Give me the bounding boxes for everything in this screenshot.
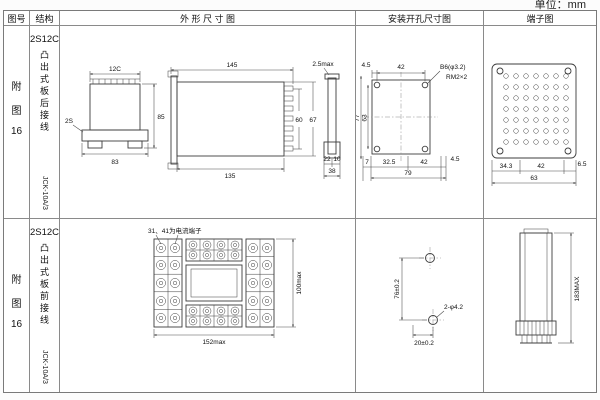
dim-2s: 2S [65, 118, 74, 125]
dim-32-5: 32.5 [383, 159, 396, 166]
terminal-board [491, 63, 577, 159]
terminal-drawing-row1: 34.3 42 6.5 63 [484, 26, 596, 219]
outline-drawing-row2: 31、41为电流端子 152max 100max [60, 219, 356, 392]
structure-row1: 2S12C 凸出式板后接线 JCK-10A/3 [30, 26, 60, 219]
fig-no-row2: 附 图 16 [4, 219, 30, 392]
terminal-svg-row1: 34.3 42 6.5 63 [491, 63, 587, 186]
dim-42-top: 42 [397, 64, 405, 71]
dim-34-3: 34.3 [500, 163, 513, 170]
bottom-dimensions: 7 32.5 42 4.5 79 [362, 156, 460, 181]
fig-char: 附 [11, 275, 22, 286]
outline-svg-row2: 31、41为电流端子 152max 100max [148, 226, 303, 346]
dim-67: 67 [309, 117, 317, 124]
note-b6: B6(φ3.2) [440, 64, 466, 71]
fig-no-row1: 附 图 16 [4, 26, 30, 219]
dim-85: 85 [157, 114, 165, 121]
dim-145: 145 [227, 62, 238, 69]
relay-side-silhouette [515, 228, 557, 344]
mounting-svg-row2: 76±0.2 2-φ4.2 20±0.2 [394, 247, 463, 347]
dim-135: 135 [225, 173, 236, 180]
dimension-table: 图号 结构 外 形 尺 寸 图 安装开孔尺寸图 端子图 附 图 16 2S12C… [3, 10, 597, 393]
dim-4-5-top: 4.5 [361, 62, 370, 69]
dim-6-5: 6.5 [577, 161, 586, 168]
terminal-drawing-row2: 183MAX [484, 219, 596, 392]
mounting-drawing-row1: 4.5 42 B6(φ3.2) RM2×2 77 63 [356, 26, 484, 219]
header-outline: 外 形 尺 寸 图 [60, 11, 356, 26]
outline-svg-row1: 12C 2S 83 85 [65, 61, 341, 180]
dim-7: 7 [365, 159, 369, 166]
cutout-plan [364, 72, 438, 162]
outline-drawing-row1: 12C 2S 83 85 [60, 26, 356, 219]
header-mounting: 安装开孔尺寸图 [356, 11, 484, 26]
dim-10: 10 [333, 156, 341, 163]
dim-77: 77 [356, 114, 361, 122]
mounting-svg-row1: 4.5 42 B6(φ3.2) RM2×2 77 63 [356, 62, 468, 181]
header-structure: 结构 [30, 11, 60, 26]
fig-char: 16 [10, 126, 23, 137]
dim-100max: 100max [296, 271, 303, 295]
hole-plan [419, 247, 444, 331]
dim-63: 63 [362, 114, 369, 122]
fig-char: 16 [10, 319, 23, 330]
rear-view: 12C 2S 83 85 [65, 66, 165, 166]
dim-22: 22 [323, 156, 331, 163]
annotations: 31、41为电流端子 152max 100max [148, 226, 303, 346]
header-terminal: 端子图 [484, 11, 596, 26]
dim-12c: 12C [109, 66, 121, 73]
dim-76: 76±0.2 [394, 279, 401, 299]
front-terminal-layout [153, 238, 275, 328]
socket-label: JCK-10A/3 [41, 176, 48, 210]
terminal-svg-row2: 183MAX [515, 228, 581, 344]
side-dimensions: 77 63 [356, 75, 370, 160]
socket-label: JCK-10A/3 [41, 350, 48, 384]
structure-label: 凸出式板后接线 [39, 50, 49, 134]
dim-183max: 183MAX [574, 276, 581, 302]
side-view: 145 135 60 67 [167, 62, 317, 180]
height-dimension: 183MAX [554, 232, 581, 344]
note-2-phi4-2: 2-φ4.2 [444, 304, 463, 311]
fig-char: 图 [11, 106, 22, 117]
structure-row2: 2S12C 凸出式板前接线 JCK-10A/3 [30, 219, 60, 392]
model-label: 2S12C [30, 34, 60, 45]
hole-dimensions: 76±0.2 2-φ4.2 20±0.2 [394, 257, 463, 347]
dim-20: 20±0.2 [414, 340, 434, 347]
header-fig-no: 图号 [4, 11, 30, 26]
structure-label: 凸出式板前接线 [39, 243, 49, 327]
dim-79: 79 [404, 170, 412, 177]
dim-42-bottom: 42 [420, 159, 428, 166]
mounting-drawing-row2: 76±0.2 2-φ4.2 20±0.2 [356, 219, 484, 392]
dim-60: 60 [295, 117, 303, 124]
dim-83: 83 [111, 159, 119, 166]
dim-63: 63 [530, 175, 538, 182]
fig-char: 附 [11, 82, 22, 93]
note-current-terminals: 31、41为电流端子 [148, 226, 202, 235]
top-dimensions: 4.5 42 B6(φ3.2) RM2×2 [361, 62, 468, 85]
note-rm2: RM2×2 [446, 74, 468, 81]
dim-152max: 152max [202, 339, 226, 346]
dim-4-5-bottom: 4.5 [450, 156, 459, 163]
terminal-dimensions: 34.3 42 6.5 63 [491, 160, 587, 186]
dim-38: 38 [328, 168, 336, 175]
unit-note: 单位：mm [534, 0, 586, 11]
model-label: 2S12C [30, 227, 60, 238]
dim-2-5max: 2.5max [312, 61, 334, 68]
dim-42: 42 [537, 163, 545, 170]
panel-edge-view: 2.5max 22 10 38 [312, 61, 341, 179]
fig-char: 图 [11, 299, 22, 310]
